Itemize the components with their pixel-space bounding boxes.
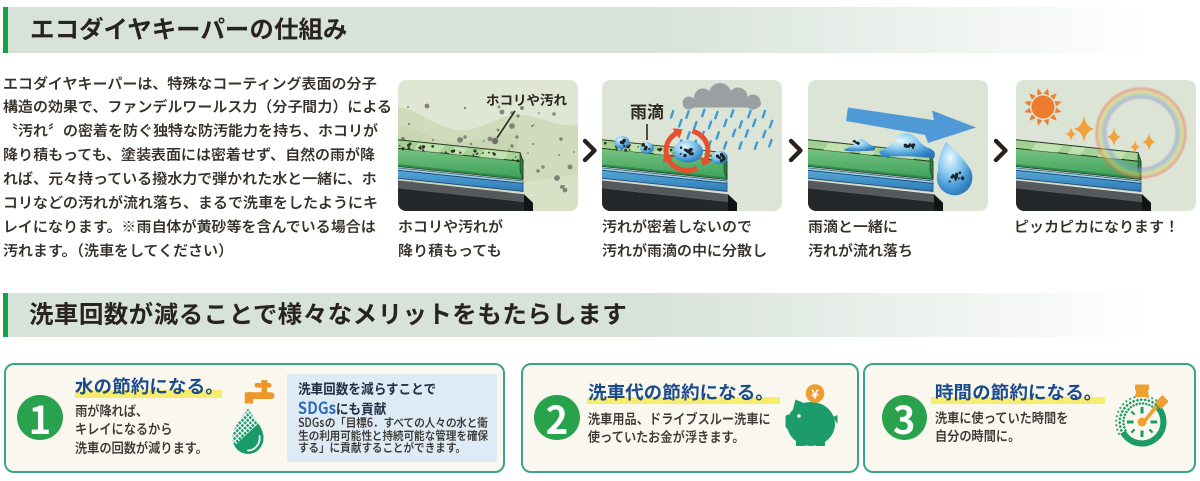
svg-text:ホコリや汚れ: ホコリや汚れ bbox=[486, 89, 567, 109]
svg-text:雨滴: 雨滴 bbox=[630, 98, 664, 123]
svg-text:¥: ¥ bbox=[811, 384, 819, 403]
